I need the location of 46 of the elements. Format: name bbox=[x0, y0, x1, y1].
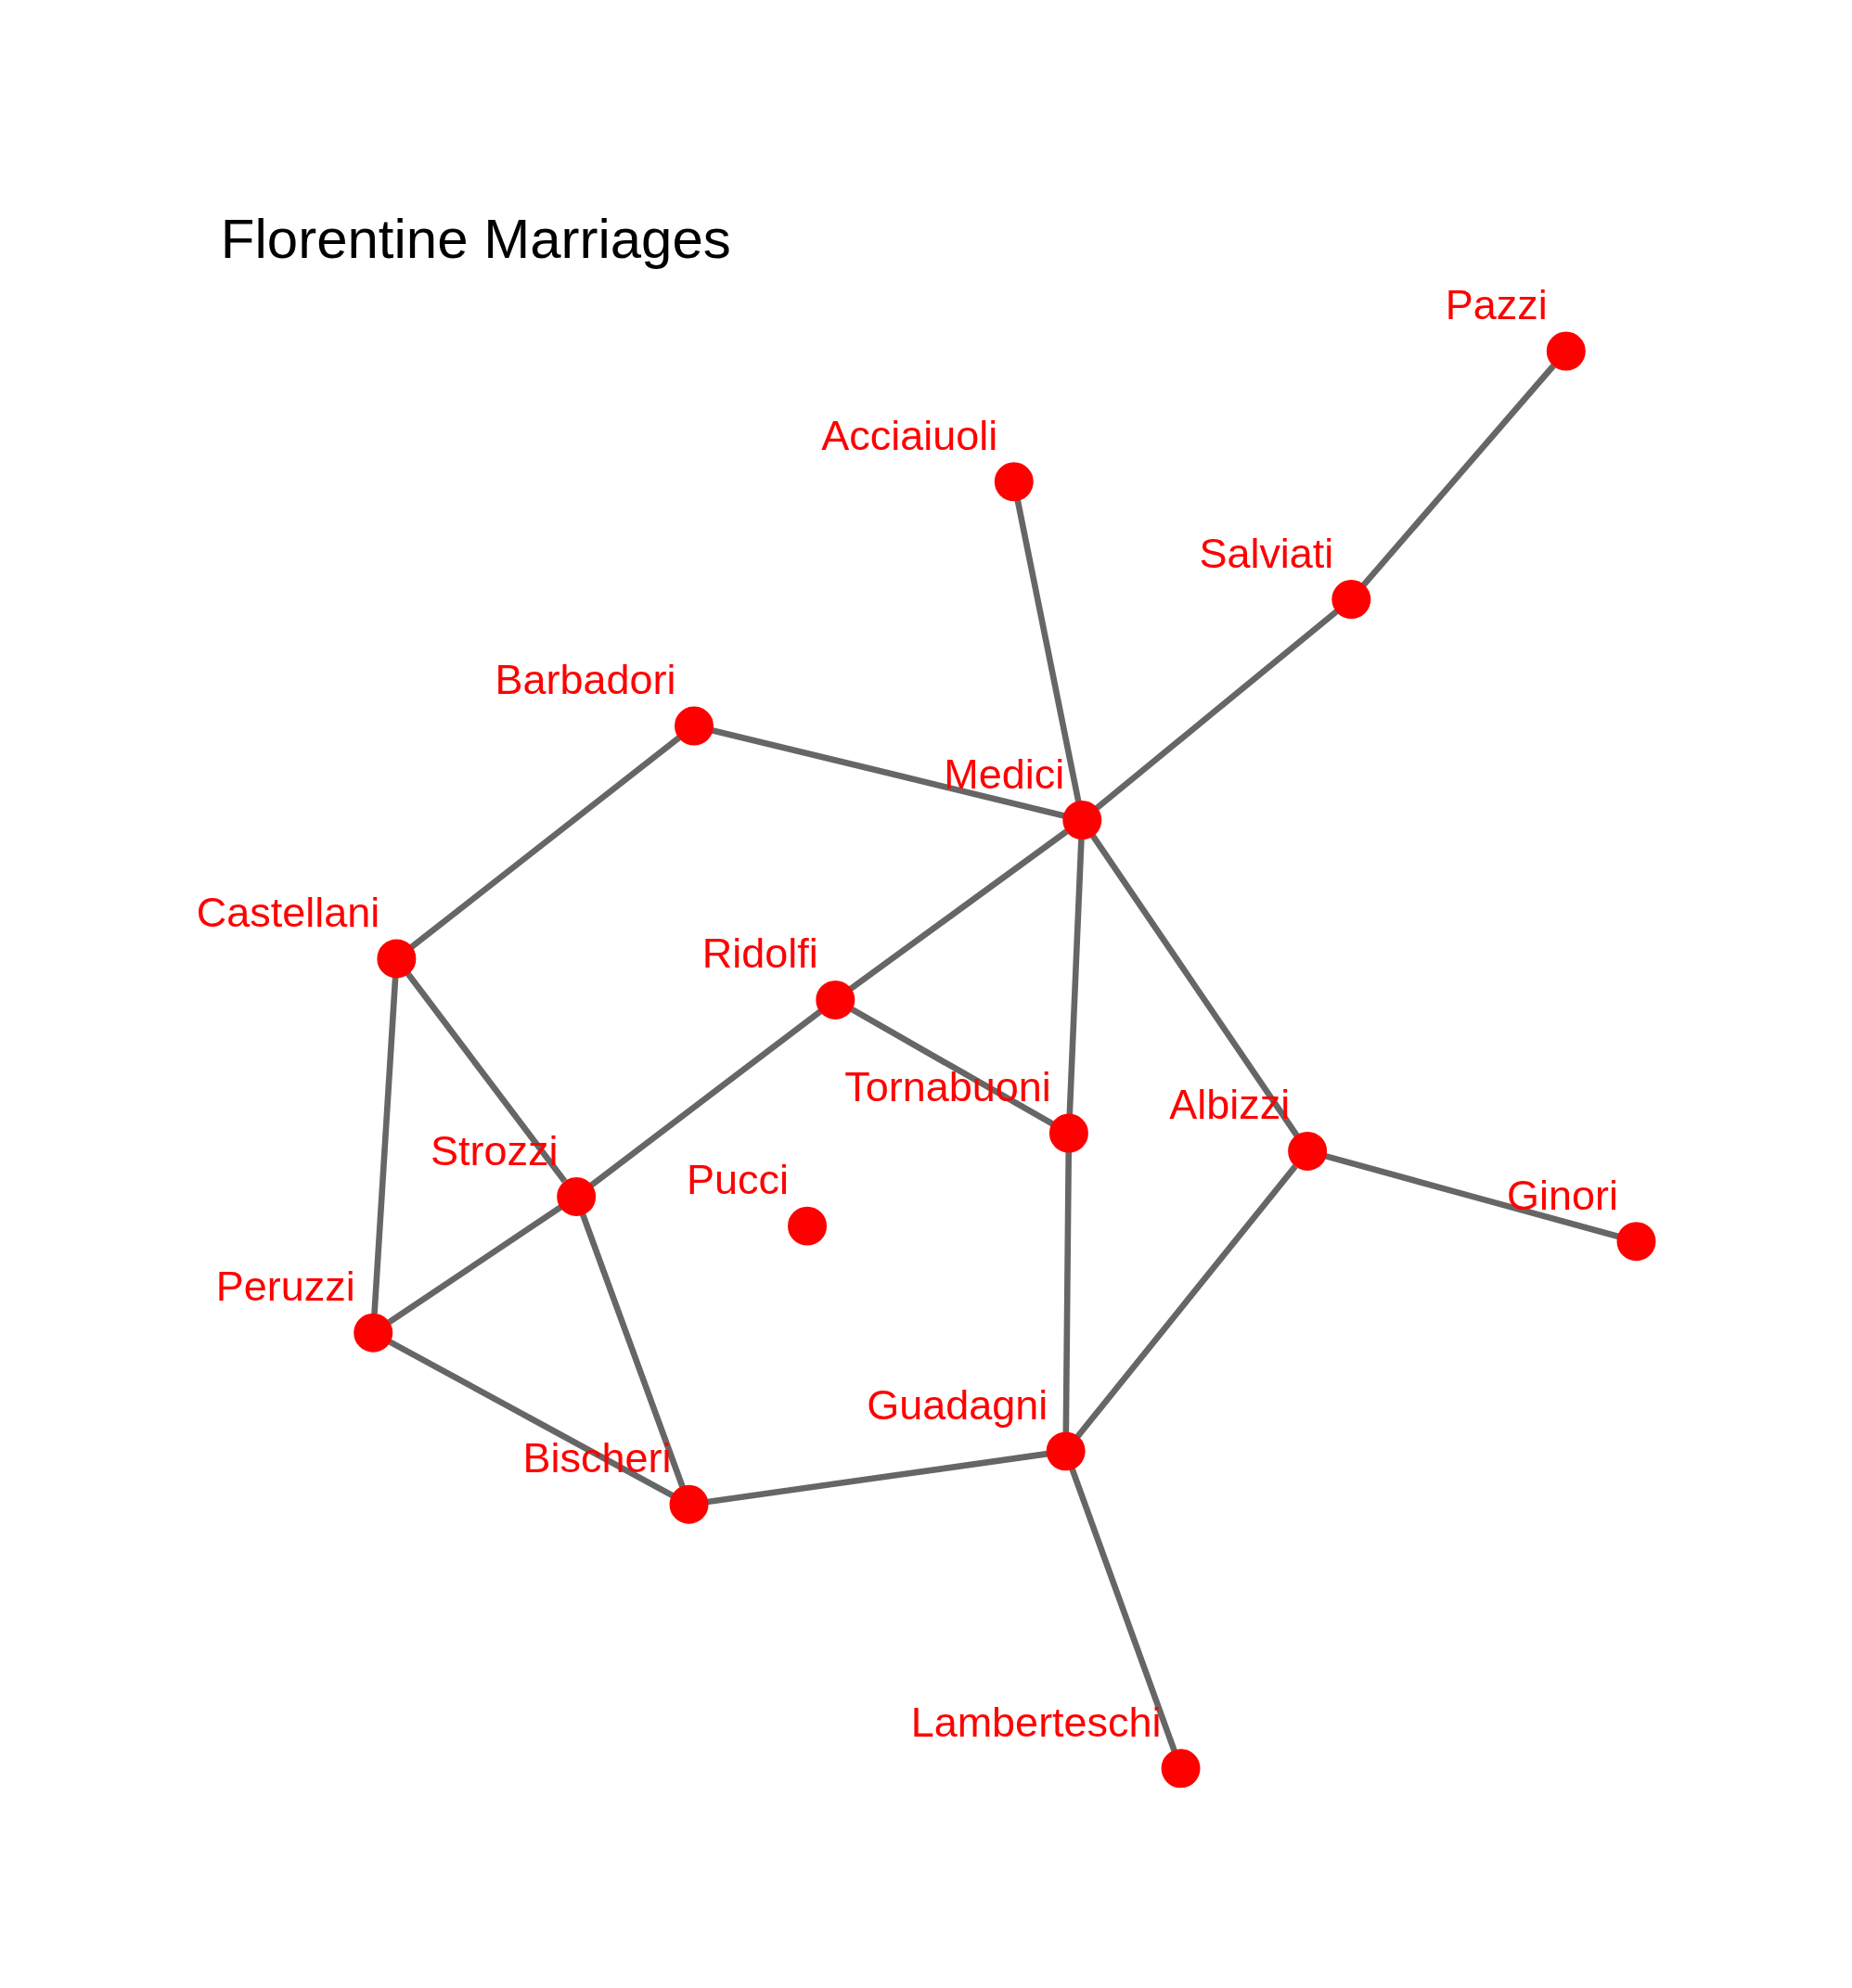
node-label: Barbadori bbox=[495, 655, 676, 703]
connector bbox=[1066, 838, 1085, 1115]
node-label: Castellani bbox=[196, 888, 380, 936]
connector bbox=[706, 1450, 1048, 1505]
node-circle bbox=[788, 1206, 827, 1246]
connector bbox=[1094, 608, 1339, 811]
node-circle bbox=[1048, 1113, 1088, 1153]
connector bbox=[388, 1338, 675, 1498]
node-circle bbox=[1546, 331, 1586, 371]
connector bbox=[1062, 1150, 1073, 1432]
connector bbox=[1069, 1467, 1177, 1752]
node-label: Pucci bbox=[687, 1155, 790, 1203]
connector bbox=[848, 828, 1069, 992]
node-circle bbox=[1616, 1221, 1656, 1261]
connector bbox=[588, 1008, 822, 1188]
node-circle bbox=[675, 706, 714, 746]
node-label: Lamberteschi bbox=[910, 1698, 1162, 1746]
connector bbox=[1324, 1152, 1620, 1239]
connector bbox=[371, 976, 399, 1314]
node-label: Ginori bbox=[1507, 1171, 1619, 1219]
node-circle bbox=[354, 1313, 393, 1353]
node-circle bbox=[669, 1484, 709, 1524]
node-label: Pazzi bbox=[1445, 280, 1548, 328]
connector bbox=[1089, 833, 1300, 1137]
node-circle bbox=[816, 980, 855, 1020]
node-circle bbox=[557, 1176, 597, 1216]
connector bbox=[1360, 363, 1556, 587]
node-label: Peruzzi bbox=[215, 1262, 355, 1310]
node-circle bbox=[994, 461, 1034, 501]
node-label: Medici bbox=[944, 750, 1065, 798]
node-circle bbox=[1288, 1131, 1328, 1171]
connector bbox=[1074, 1163, 1298, 1439]
node-circle bbox=[1331, 579, 1371, 619]
node-circle bbox=[377, 938, 417, 978]
node-circle bbox=[1062, 800, 1102, 840]
connector bbox=[711, 726, 1065, 819]
connector bbox=[408, 735, 681, 950]
node-label: Guadagni bbox=[867, 1380, 1048, 1429]
node-circle bbox=[1046, 1430, 1086, 1470]
node-label: Acciaiuoli bbox=[821, 411, 998, 459]
diagram-title: Florentine Marriages bbox=[220, 207, 731, 270]
node-label: Ridolfi bbox=[701, 929, 818, 977]
connector bbox=[387, 1203, 563, 1325]
connector bbox=[1014, 498, 1082, 802]
node-label: Salviati bbox=[1199, 529, 1334, 577]
node-circle bbox=[1161, 1748, 1201, 1788]
